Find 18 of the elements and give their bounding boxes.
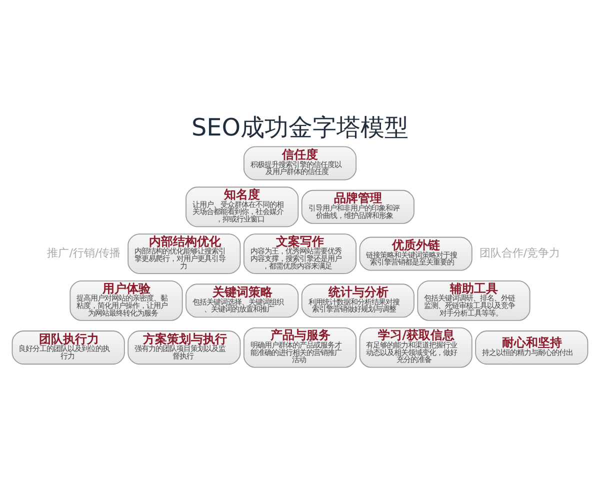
node-box: 关键词策略 包括关键词选择、关键词组织、关键词的放置和推广 <box>186 284 299 318</box>
label: 团队合作/竞争力 <box>479 246 560 260</box>
node-box: 内部结构优化 内部结构的优化能够让搜索引擎更易爬行，对用户更具引导力 <box>128 234 241 274</box>
node-box: 优质外链 链接策略和关键词策略对于搜索引擎营销都是至关重要的 <box>359 236 472 271</box>
node-box: 文案写作 内容为王，优秀网站需要优秀内容支撑，搜索引擎还是用户，都需优质内容来满足 <box>243 234 357 274</box>
node-box: 方案策划与执行 强有力的团队项目策划以及监督执行 <box>128 330 241 365</box>
node-box: 耐心和坚持 持之以恒的精力与耐心的付出 <box>475 330 588 365</box>
node-box: 统计与分析 利用统计数据和分析结果对搜索引擎营销做好规划与调整 <box>301 284 414 318</box>
label: 推广/行销/传播 <box>47 246 121 260</box>
node-box: 辅助工具 包括关键词调研、排名、外链监测、死链审核工具以及竞争对手分析工具等等。 <box>417 280 530 321</box>
diagram-title: SEO成功金字塔模型 <box>191 113 409 142</box>
node-box: 产品与服务 明确用户群体的产品或服务才能准确的进行相关的营销推广活动 <box>243 327 357 368</box>
node-box: 品牌管理 引导用户和非用户的印象和评价曲线，维护品牌和形象 <box>301 190 414 224</box>
node-box: 信任度 积极提升搜索引擎的信任度以及用户群体的信任度 <box>243 146 357 180</box>
node-box: 知名度 让用户、受众群体在不同的相关场合都能看到你，社会媒介，抑或行业窗口 <box>186 186 299 228</box>
node-box: 用户体验 提高用户对网站的亲密度、黏粘度，简化用户操作，让用户为网站最终转化为服务 <box>70 280 183 321</box>
node-box: 团队执行力 良好分工的团队以及到位的执行力 <box>12 330 125 365</box>
node-box: 学习/获取信息 有足够的能力和渠道把握行业动态以及相关领域变化，做好充分的准备 <box>359 327 472 368</box>
